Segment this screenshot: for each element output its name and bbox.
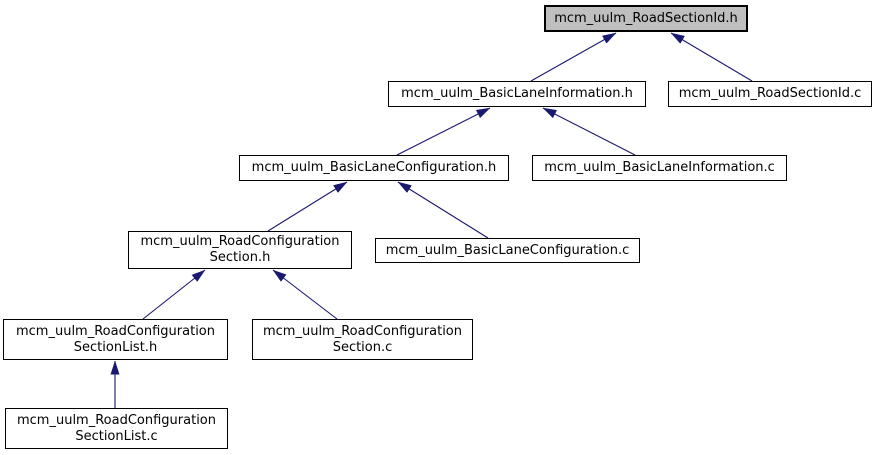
node-mcm-uulm-basiclaneinformation-h[interactable]: mcm_uulm_BasicLaneInformation.h: [388, 81, 646, 107]
node-mcm-uulm-roadconfigurationsection-h[interactable]: mcm_uulm_RoadConfiguration Section.h: [128, 231, 352, 269]
edge-basiclaneinformation-c-to-basiclaneinformation-h: [542, 107, 636, 156]
node-mcm-uulm-roadconfigurationsectionlist-c[interactable]: mcm_uulm_RoadConfiguration SectionList.c: [5, 408, 228, 449]
edge-basiclaneinformation-h-to-roadsectionid-h: [530, 32, 617, 82]
edge-basiclaneconfiguration-h-to-basiclaneinformation-h: [396, 107, 491, 156]
node-mcm-uulm-roadsectionid-c[interactable]: mcm_uulm_RoadSectionId.c: [668, 81, 872, 107]
node-mcm-uulm-basiclaneconfiguration-c[interactable]: mcm_uulm_BasicLaneConfiguration.c: [375, 238, 640, 263]
node-mcm-uulm-roadsectionid-h[interactable]: mcm_uulm_RoadSectionId.h: [544, 5, 748, 32]
node-mcm-uulm-roadconfigurationsection-c[interactable]: mcm_uulm_RoadConfiguration Section.c: [252, 319, 473, 360]
edge-roadconfigurationsectionlist-h-to-roadconfigurationsection-h: [142, 269, 206, 320]
edge-roadconfigurationsection-h-to-basiclaneconfiguration-h: [267, 181, 348, 232]
node-mcm-uulm-basiclaneconfiguration-h[interactable]: mcm_uulm_BasicLaneConfiguration.h: [239, 155, 509, 181]
edge-roadsectionid-c-to-roadsectionid-h: [670, 32, 753, 82]
edge-roadconfigurationsection-c-to-roadconfigurationsection-h: [272, 269, 338, 320]
edge-basiclaneconfiguration-c-to-basiclaneconfiguration-h: [397, 181, 489, 239]
node-mcm-uulm-roadconfigurationsectionlist-h[interactable]: mcm_uulm_RoadConfiguration SectionList.h: [3, 319, 228, 360]
node-mcm-uulm-basiclaneinformation-c[interactable]: mcm_uulm_BasicLaneInformation.c: [532, 155, 787, 181]
